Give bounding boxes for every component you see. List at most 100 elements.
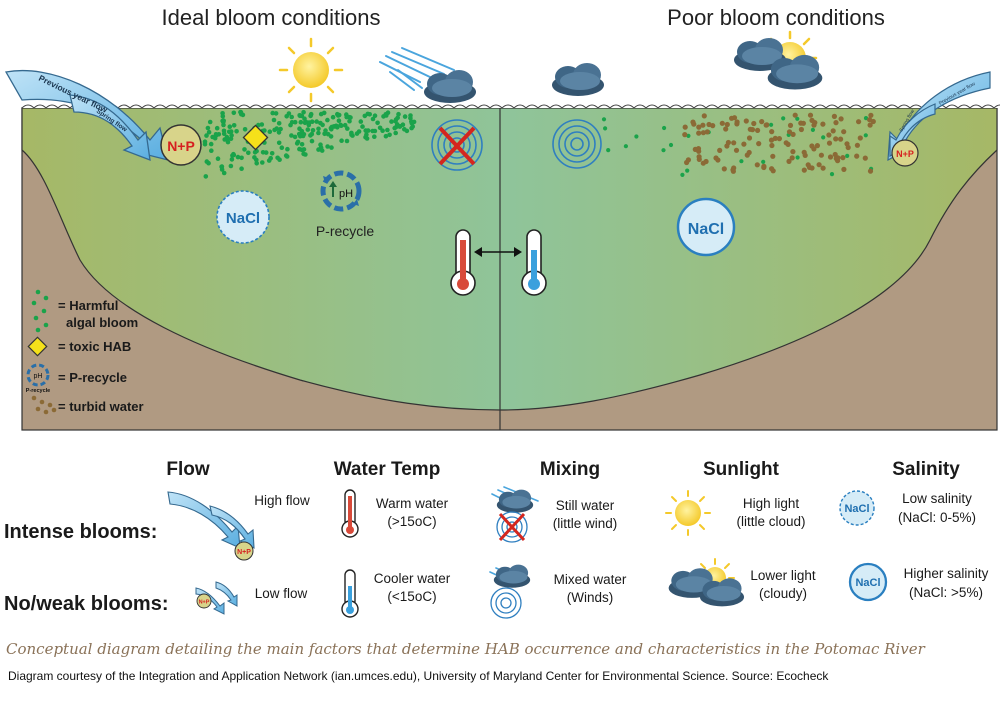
algae-cell: [284, 114, 290, 119]
turbid-particle: [790, 131, 796, 137]
turbid-particle: [798, 126, 805, 133]
svg-text:NaCl: NaCl: [855, 577, 880, 589]
legend: = Harmful algal bloom = toxic HAB pH P-r…: [26, 289, 144, 415]
weak-sun-label: Lower light: [750, 568, 816, 583]
algae-cell: [685, 168, 690, 173]
algae-cell: [338, 123, 344, 128]
cloud-icon: [496, 489, 534, 513]
algae-cell: [302, 120, 308, 126]
algae-cell: [206, 129, 212, 135]
intense-temp-label: Warm water: [376, 496, 449, 511]
algae-cell: [204, 133, 209, 138]
turbid-particle: [827, 154, 834, 160]
turbid-particle: [816, 162, 822, 168]
turbid-particle: [704, 129, 710, 135]
algae-cell: [829, 172, 835, 177]
turbid-particle: [862, 155, 868, 161]
algae-cell: [285, 146, 290, 152]
cloud-icon: [552, 63, 604, 96]
turbid-particle: [682, 132, 688, 138]
algae-cell: [220, 113, 226, 119]
turbid-particle: [721, 166, 727, 172]
toxic-hab-diamond: [242, 124, 269, 151]
algae-cell: [221, 170, 227, 176]
algae-cell: [202, 139, 208, 144]
turbid-particle: [792, 112, 798, 118]
weak-mixing-label: Mixed water: [554, 572, 627, 587]
algae-cell: [761, 159, 766, 164]
algae-cell: [330, 114, 336, 120]
turbid-particle: [756, 141, 762, 147]
turbid-particle: [696, 130, 702, 136]
algae-cell: [325, 117, 330, 123]
algae-cell: [214, 125, 220, 131]
row-header-intense: Intense blooms:: [4, 521, 157, 543]
turbid-particle: [867, 117, 873, 123]
svg-text:NaCl: NaCl: [226, 210, 260, 227]
turbid-particle: [759, 119, 765, 125]
algae-cell: [205, 125, 211, 131]
nutrients-badge: N+P: [891, 139, 919, 167]
algae-cell: [329, 145, 334, 150]
turbid-particle: [854, 142, 861, 148]
algae-cell: [254, 161, 259, 166]
algae-cell: [229, 133, 234, 138]
algae-cell: [301, 109, 306, 115]
algae-cell: [603, 126, 608, 131]
algae-cell: [387, 132, 392, 138]
turbid-particle: [867, 122, 873, 128]
algae-cell: [289, 133, 294, 138]
algae-cell: [310, 128, 316, 133]
algae-cell: [231, 151, 236, 157]
figure-credit: Diagram courtesy of the Integration and …: [8, 669, 829, 683]
algae-cell: [385, 127, 390, 133]
turbid-particle: [833, 136, 839, 142]
thermometer-icon: [341, 569, 359, 618]
turbid-particle: [696, 124, 702, 130]
weak-temp-value: (<15oC): [387, 589, 436, 604]
thermometer-icon: [341, 489, 359, 538]
algae-cell: [342, 122, 348, 128]
algae-cell: [344, 138, 350, 144]
svg-text:NaCl: NaCl: [688, 221, 724, 238]
turbid-particle: [696, 148, 702, 154]
turbid-particle: [769, 129, 775, 135]
algae-cell: [389, 119, 394, 124]
algae-cell: [262, 128, 267, 133]
turbid-particle: [763, 122, 769, 128]
turbid-particle: [818, 152, 825, 158]
algae-cell: [301, 147, 307, 152]
turbid-particle: [833, 120, 839, 126]
algae-cell: [402, 114, 408, 119]
turbid-particle: [776, 136, 783, 142]
algae-cell: [208, 141, 214, 147]
algae-cell: [215, 156, 221, 161]
factor-table: Flow Water Temp Mixing Sunlight Salinity…: [4, 459, 989, 619]
turbid-particle: [746, 135, 753, 141]
turbid-legend-swatch: [31, 395, 57, 415]
turbid-particle: [769, 142, 775, 149]
algae-cell: [297, 113, 303, 119]
turbid-particle: [755, 127, 761, 133]
turbid-particle: [840, 155, 846, 161]
turbid-particle: [809, 143, 815, 149]
algae-cell: [277, 157, 282, 162]
turbid-particle: [838, 136, 844, 142]
algae-cell: [377, 125, 383, 131]
turbid-particle: [719, 120, 725, 126]
hab-legend-label-2: algal bloom: [66, 315, 138, 330]
thermometer-icon: [450, 229, 476, 296]
turbid-particle: [772, 135, 778, 141]
algae-cell: [226, 129, 232, 135]
turbid-particle: [830, 128, 836, 134]
turbid-particle: [700, 122, 706, 128]
p-recycle-legend-label: = P-recycle: [58, 370, 127, 385]
algae-cell: [314, 119, 320, 124]
turbid-particle: [734, 121, 740, 127]
turbid-particle: [703, 158, 709, 165]
salt-badge: NaCl: [676, 197, 736, 257]
algae-cell: [210, 134, 215, 140]
turbid-particle: [743, 118, 749, 124]
turbid-particle: [805, 162, 811, 168]
salt-badge: NaCl: [848, 562, 888, 602]
